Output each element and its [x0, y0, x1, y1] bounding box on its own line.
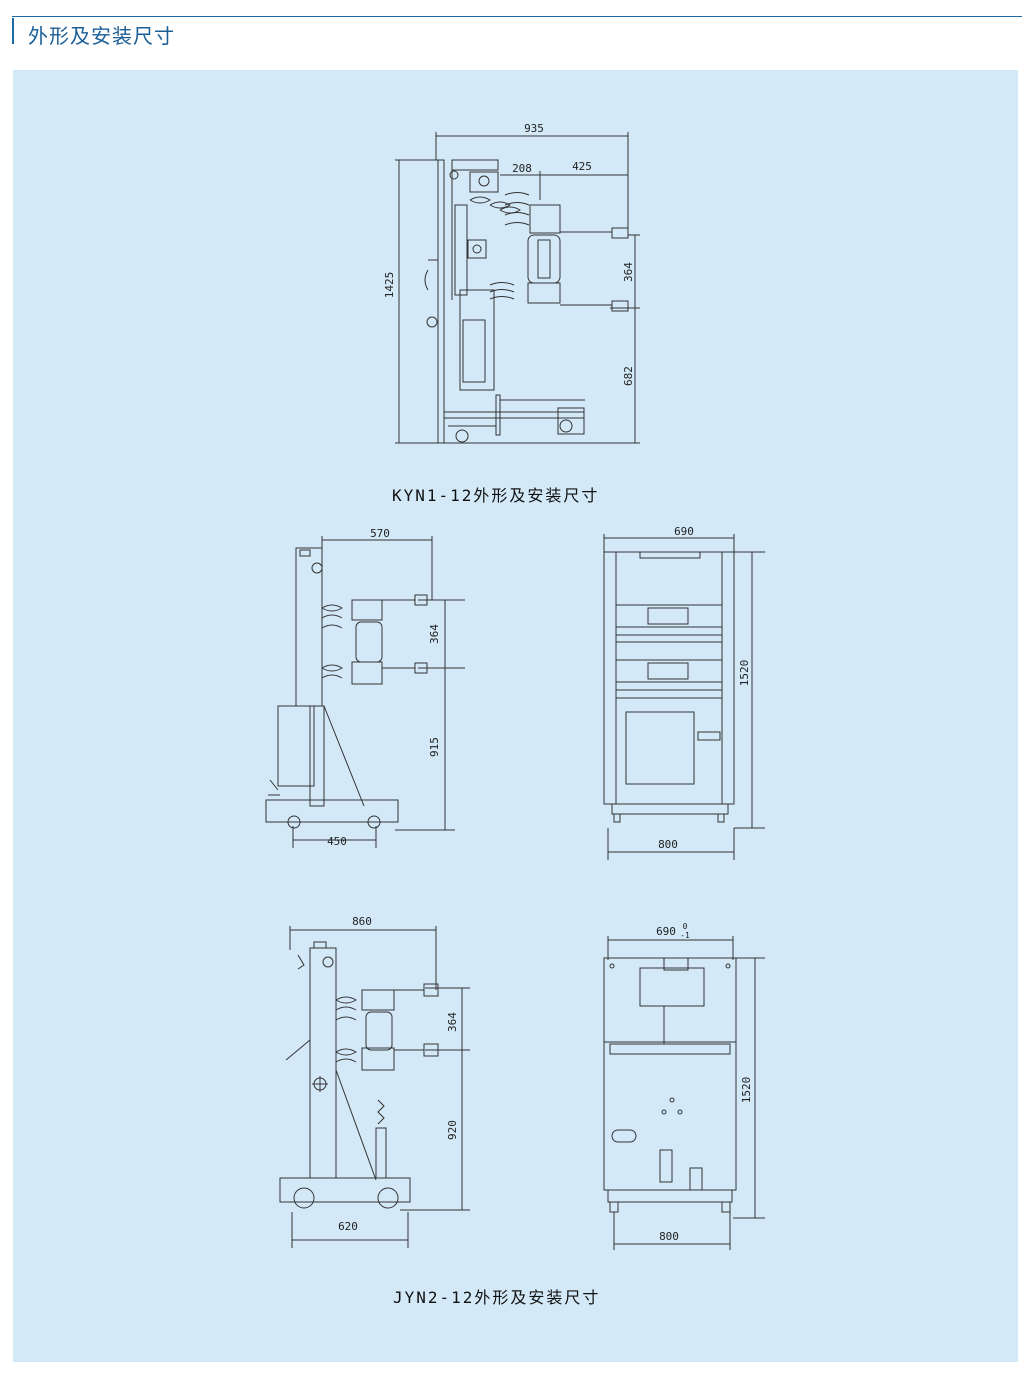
jyn-side-a-drawing [265, 536, 465, 848]
dim-kyn-425: 425 [572, 160, 592, 173]
dim-jyn-b-620: 620 [338, 1220, 358, 1233]
dim-front-b-tol-upper: 0 [683, 922, 688, 931]
header-accent-bar [12, 18, 14, 44]
jyn-side-b-drawing [279, 926, 470, 1248]
dim-jyn-b-364: 364 [446, 1012, 459, 1032]
page-header: 外形及安装尺寸 [0, 0, 1034, 50]
jyn-front-b-drawing [603, 936, 765, 1250]
dim-kyn-1425: 1425 [383, 272, 396, 299]
dim-jyn-b-860: 860 [352, 915, 372, 928]
dim-front-a-690: 690 [674, 525, 694, 538]
dim-kyn-364: 364 [622, 262, 635, 282]
drawing-panel [13, 70, 1018, 1362]
dim-front-b-690: 690 [656, 925, 676, 938]
dim-front-b-800: 800 [659, 1230, 679, 1243]
dim-jyn-a-570: 570 [370, 527, 390, 540]
dim-kyn-935: 935 [524, 122, 544, 135]
dim-jyn-a-450: 450 [327, 835, 347, 848]
dim-jyn-a-364: 364 [428, 624, 441, 644]
page-title: 外形及安装尺寸 [28, 24, 175, 48]
kyn-caption: KYN1-12外形及安装尺寸 [392, 486, 600, 505]
jyn-front-a-drawing [603, 534, 765, 860]
dim-front-a-800: 800 [658, 838, 678, 851]
dim-kyn-682: 682 [622, 366, 635, 386]
header-rule [12, 16, 1022, 17]
dim-kyn-208: 208 [512, 162, 532, 175]
dim-front-b-1520: 1520 [740, 1077, 753, 1104]
kyn-drawing [395, 132, 640, 444]
dim-front-b-tol-lower: -1 [680, 931, 690, 940]
dim-front-a-1520: 1520 [738, 660, 751, 687]
dim-jyn-b-920: 920 [446, 1120, 459, 1140]
jyn-caption: JYN2-12外形及安装尺寸 [393, 1288, 601, 1307]
dim-jyn-a-915: 915 [428, 737, 441, 757]
